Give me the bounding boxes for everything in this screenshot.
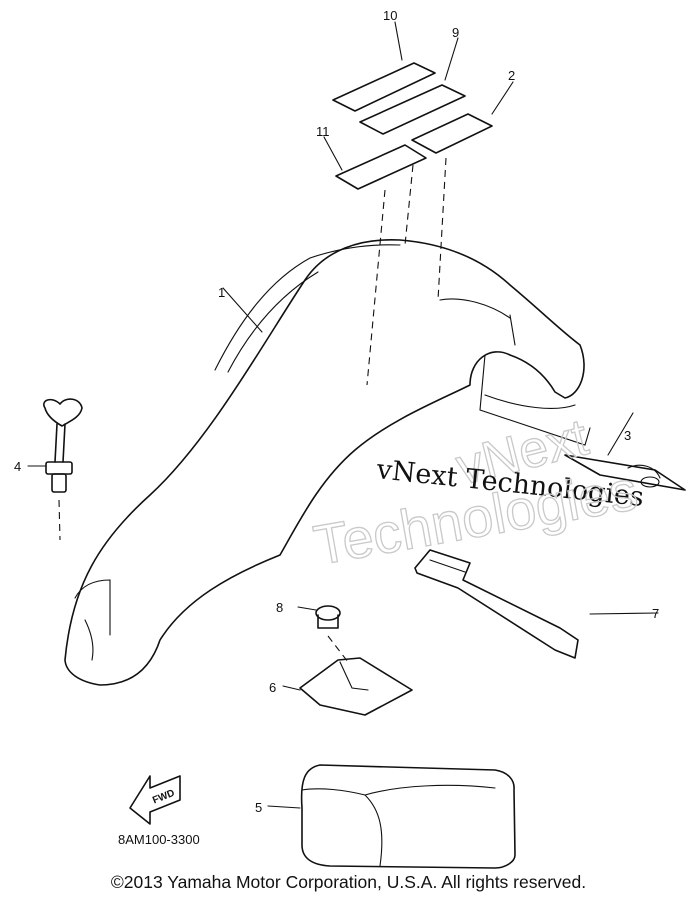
bracket-part-3 (564, 412, 686, 491)
callout-8: 8 (276, 600, 283, 615)
fwd-arrow-icon: FWD (129, 775, 181, 825)
callout-11: 11 (316, 124, 330, 139)
callout-10: 10 (383, 8, 397, 23)
callout-9: 9 (452, 25, 459, 40)
callout-7: 7 (652, 606, 659, 621)
knob-bolt-part-4 (27, 398, 83, 541)
grommet-part-8 (297, 605, 349, 663)
fender-part-1 (64, 239, 591, 686)
watermark: vNext vNext Technologies Technologies (308, 408, 645, 578)
copyright-notice: ©2013 Yamaha Motor Corporation, U.S.A. A… (110, 872, 587, 892)
callout-4: 4 (14, 459, 21, 474)
callout-3: 3 (624, 428, 631, 443)
decal-part-10 (332, 62, 436, 112)
cover-part-5 (267, 764, 516, 869)
diagram-code: 8AM100-3300 (118, 832, 200, 847)
decal-part-11 (335, 144, 427, 190)
decal-part-2 (411, 113, 493, 154)
plate-part-6 (282, 657, 413, 716)
callout-2: 2 (508, 68, 515, 83)
callout-6: 6 (269, 680, 276, 695)
parts-diagram: FWD 1 2 3 4 5 6 7 8 9 10 11 8AM100-3300 … (14, 8, 686, 869)
callout-5: 5 (255, 800, 262, 815)
strap-part-7 (414, 549, 659, 659)
decal-part-9 (359, 84, 466, 135)
callout-1: 1 (218, 285, 225, 300)
